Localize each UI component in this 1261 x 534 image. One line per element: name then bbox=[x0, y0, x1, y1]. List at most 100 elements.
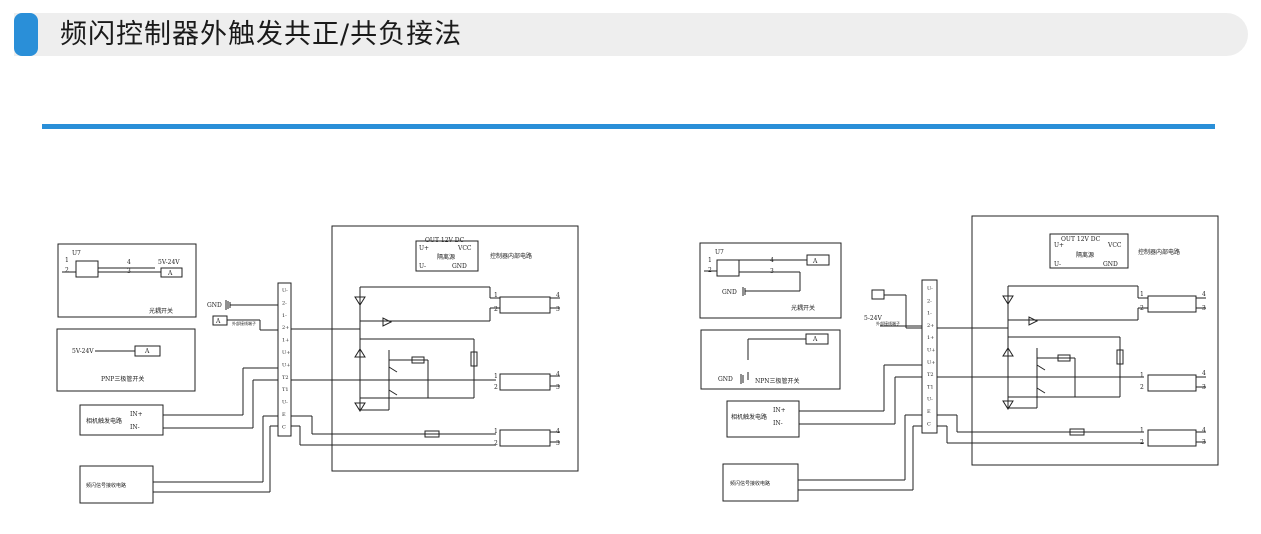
psu-isolated: 隔离源 bbox=[1076, 251, 1094, 259]
terminal-label: T2 bbox=[282, 375, 289, 381]
camera-in-minus: IN- bbox=[773, 420, 783, 427]
npn-gnd-label: GND bbox=[718, 376, 733, 383]
terminal-label: U- bbox=[927, 397, 933, 403]
opto-pin4: 4 bbox=[127, 259, 131, 266]
out3-pin3: 3 bbox=[1202, 439, 1206, 446]
psu-gnd: GND bbox=[452, 263, 467, 270]
out3-pin4: 4 bbox=[556, 428, 560, 435]
terminal-label: 2- bbox=[282, 300, 287, 306]
opto-pin4: 4 bbox=[770, 257, 774, 264]
controller-box bbox=[971, 215, 1219, 466]
out2-pin2: 2 bbox=[1140, 384, 1144, 391]
camera-circuit-name: 相机触发电路 bbox=[86, 417, 122, 425]
opto-part: U7 bbox=[715, 249, 724, 256]
right-schematic: OUT 12V DC U+ VCC 隔离源 U- GND 控制器内部电路 U7 … bbox=[699, 215, 1219, 502]
psu-vcc: VCC bbox=[1107, 242, 1122, 249]
out2-pin4: 4 bbox=[1202, 370, 1206, 377]
opto-pin2: 2 bbox=[65, 267, 69, 274]
opto-switch-box bbox=[699, 242, 842, 319]
out2-pin1: 1 bbox=[494, 373, 498, 380]
npn-a-label: A bbox=[812, 336, 818, 343]
out3-pin2: 2 bbox=[1140, 439, 1144, 446]
terminal-label: U- bbox=[282, 400, 288, 406]
psu-vcc: VCC bbox=[457, 245, 472, 252]
opto-pin3: 3 bbox=[127, 268, 131, 275]
npn-switch-name: NPN三极管开关 bbox=[755, 377, 800, 385]
terminal-label: C bbox=[927, 421, 931, 427]
out2-pin3: 3 bbox=[1202, 384, 1206, 391]
out3-pin1: 1 bbox=[494, 428, 498, 435]
camera-circuit-name: 相机触发电路 bbox=[731, 413, 767, 421]
page-title: 频闪控制器外触发共正/共负接法 bbox=[60, 19, 463, 50]
terminal-block bbox=[921, 279, 938, 434]
sync-circuit-name: 频闪信号接收电路 bbox=[86, 482, 126, 489]
opto-part: U7 bbox=[72, 250, 81, 257]
opto-switch-box bbox=[57, 243, 197, 318]
controller-title: 控制器内部电路 bbox=[1138, 248, 1180, 256]
opto-pin1: 1 bbox=[708, 257, 712, 264]
terminal-label: U+ bbox=[927, 348, 935, 354]
terminal-label: U+ bbox=[282, 350, 290, 356]
out3-pin2: 2 bbox=[494, 440, 498, 447]
psu-gnd: GND bbox=[1103, 261, 1118, 268]
psu-isolated: 隔离源 bbox=[437, 253, 455, 261]
out1-pin1: 1 bbox=[494, 292, 498, 299]
terminal-label: 2- bbox=[927, 298, 932, 304]
controller-box bbox=[331, 225, 579, 472]
out3-pin3: 3 bbox=[556, 440, 560, 447]
camera-in-minus: IN- bbox=[130, 424, 140, 431]
terminal-label: 1+ bbox=[927, 335, 934, 341]
terminal-label: E bbox=[282, 412, 286, 418]
opto-pin2: 2 bbox=[708, 267, 712, 274]
psu-box bbox=[415, 240, 479, 272]
out1-pin2: 2 bbox=[494, 306, 498, 313]
pnp-a-label: A bbox=[144, 348, 150, 355]
npn-switch-box bbox=[700, 329, 841, 390]
opto-switch-name: 光耦开关 bbox=[791, 304, 815, 312]
sync-circuit-name: 频闪信号接收电路 bbox=[730, 480, 770, 487]
out1-pin4: 4 bbox=[1202, 291, 1206, 298]
sync-box bbox=[79, 465, 154, 504]
opto-pin1: 1 bbox=[65, 257, 69, 264]
controller-title: 控制器内部电路 bbox=[490, 252, 532, 260]
terminal-label: 1- bbox=[927, 311, 932, 317]
out3-pin1: 1 bbox=[1140, 427, 1144, 434]
opto-gnd-label: GND bbox=[722, 289, 737, 296]
external-terminal-label: 外部接线端子 bbox=[876, 320, 900, 326]
psu-u-minus: U- bbox=[1054, 261, 1061, 268]
pnp-switch-box bbox=[56, 328, 196, 392]
opto-supply: 5V-24V bbox=[158, 259, 180, 266]
out1-pin1: 1 bbox=[1140, 291, 1144, 298]
out1-pin4: 4 bbox=[556, 292, 560, 299]
camera-in-plus: IN+ bbox=[773, 407, 786, 414]
title-bar bbox=[14, 13, 1248, 56]
opto-pin3: 3 bbox=[770, 268, 774, 275]
terminal-block bbox=[277, 282, 292, 437]
out1-pin3: 3 bbox=[1202, 305, 1206, 312]
terminal-label: 1+ bbox=[282, 338, 289, 344]
a-box-label: A bbox=[215, 318, 221, 325]
terminal-label: C bbox=[282, 424, 286, 430]
out1-pin2: 2 bbox=[1140, 305, 1144, 312]
camera-in-plus: IN+ bbox=[130, 411, 143, 418]
pnp-switch-name: PNP三极管开关 bbox=[101, 375, 144, 383]
pnp-supply: 5V-24V bbox=[72, 348, 94, 355]
terminal-label: E bbox=[927, 409, 931, 415]
opto-a-label: A bbox=[812, 258, 818, 265]
psu-u-plus: U+ bbox=[419, 245, 429, 252]
divider-line bbox=[42, 124, 1215, 129]
opto-a-label: A bbox=[167, 270, 173, 277]
title-accent bbox=[14, 13, 38, 56]
psu-output-label: OUT 12V DC bbox=[425, 237, 465, 244]
terminal-label: U- bbox=[927, 286, 933, 292]
psu-box bbox=[1049, 233, 1129, 269]
out2-pin2: 2 bbox=[494, 384, 498, 391]
out1-pin3: 3 bbox=[556, 306, 560, 313]
terminal-label: T2 bbox=[927, 372, 934, 378]
terminal-label: U- bbox=[282, 288, 288, 294]
out2-pin3: 3 bbox=[556, 384, 560, 391]
out2-pin4: 4 bbox=[556, 371, 560, 378]
terminal-label: 1- bbox=[282, 313, 287, 319]
psu-u-minus: U- bbox=[419, 263, 426, 270]
supply-label: 5-24V bbox=[864, 315, 882, 322]
